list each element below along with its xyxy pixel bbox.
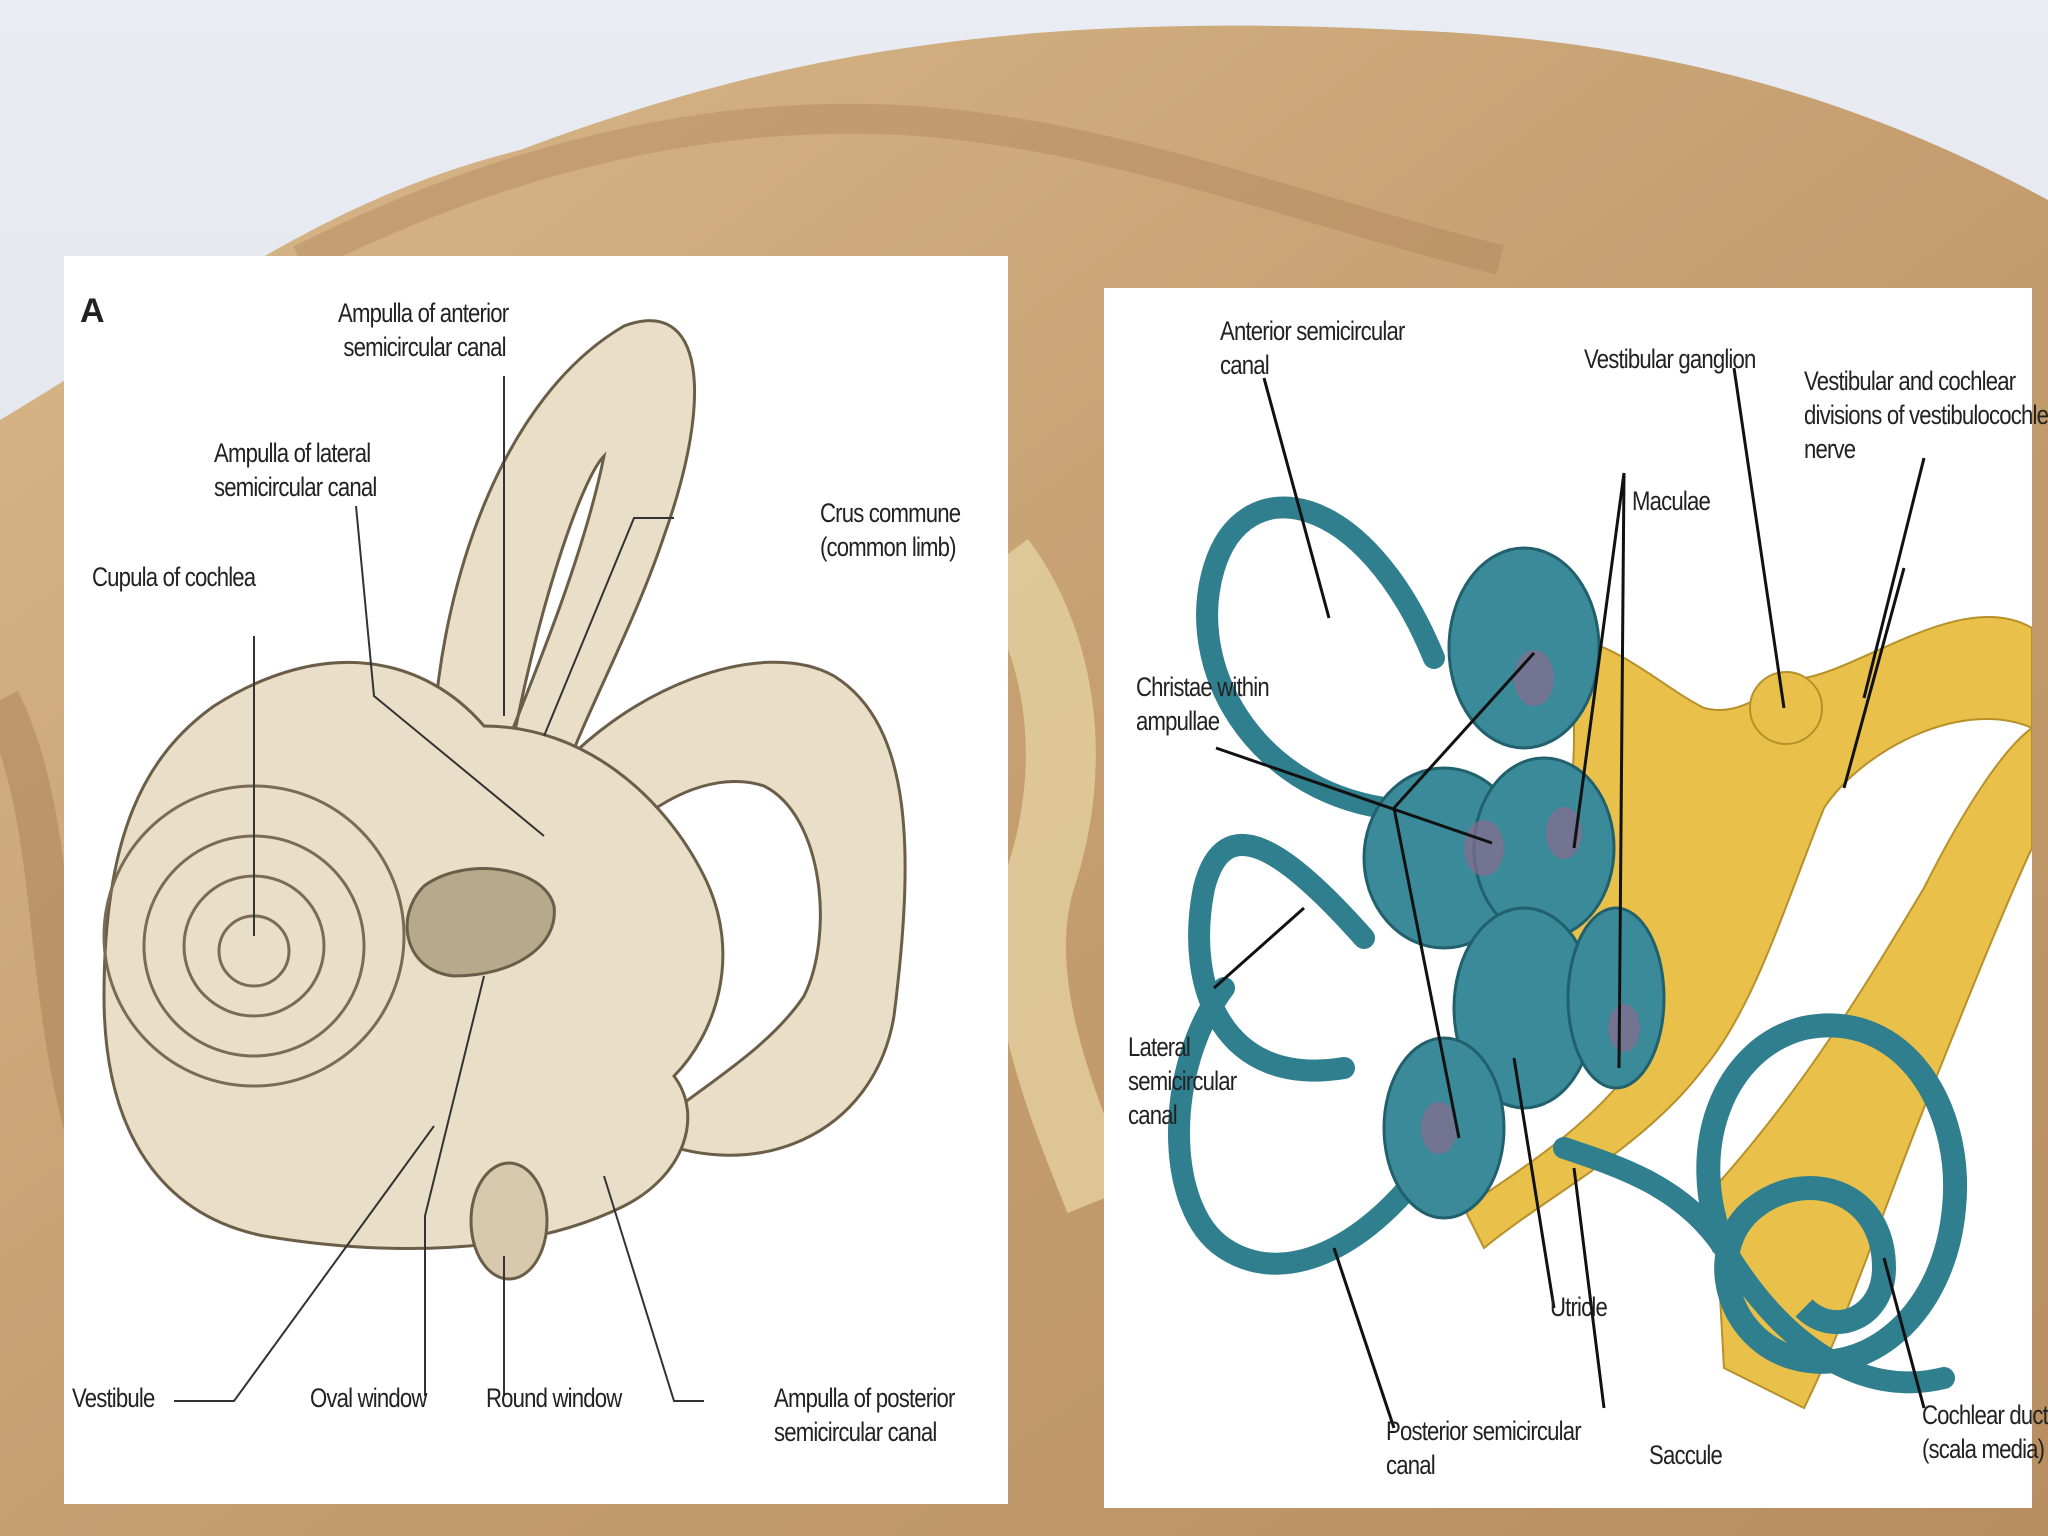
oval-window-shape xyxy=(405,867,556,978)
label-vestibular-ganglion: Vestibular ganglion xyxy=(1584,344,1756,374)
label-saccule: Saccule xyxy=(1649,1440,1723,1470)
label-round-window: Round window xyxy=(486,1383,622,1413)
round-window-shape xyxy=(469,1161,549,1281)
label-maculae: Maculae xyxy=(1632,486,1711,516)
label-utricle: Utricle xyxy=(1550,1292,1608,1322)
bony-labyrinth-illustration xyxy=(102,319,907,1402)
label-oval-window: Oval window xyxy=(310,1383,427,1413)
label-posterior-semicircular-canal: Posterior semicircular canal xyxy=(1386,1416,1582,1480)
label-cupula-of-cochlea: Cupula of cochlea xyxy=(92,562,256,592)
label-anterior-semicircular-canal: Anterior semicircular canal xyxy=(1220,316,1405,380)
cochlea-vestibule-shape xyxy=(102,660,725,1250)
label-vestibular-cochlear-divisions: Vestibular and cochlear divisions of ves… xyxy=(1804,366,2048,464)
label-vestibule: Vestibule xyxy=(72,1383,155,1413)
anterior-canal-shape xyxy=(432,319,696,778)
membranous-labyrinth-illustration xyxy=(1168,367,2032,1429)
label-christae-within-ampullae: Christae within ampullae xyxy=(1136,672,1270,736)
label-lateral-semicircular-canal: Lateral semicircular canal xyxy=(1128,1032,1237,1130)
membranous-labyrinth-panel: Anterior semicircular canal Vestibular g… xyxy=(1104,288,2048,1508)
panel-letter: A xyxy=(80,292,105,330)
bony-labyrinth-panel: A Ampulla of anterior semicircular canal… xyxy=(64,256,1008,1504)
label-crus-commune: Crus commune (common limb) xyxy=(820,498,961,562)
saccule-shape xyxy=(1566,906,1666,1090)
label-ampulla-posterior: Ampulla of posterior semicircular canal xyxy=(774,1383,955,1447)
label-ampulla-lateral: Ampulla of lateral semicircular canal xyxy=(214,438,377,502)
vestibulocochlear-nerve xyxy=(1462,615,2032,1410)
ampulla-anterior xyxy=(1447,546,1601,750)
label-cochlear-duct: Cochlear duct (scala media) xyxy=(1922,1400,2048,1464)
cochlear-duct-spiral xyxy=(1696,1013,1968,1374)
label-ampulla-anterior: Ampulla of anterior semicircular canal xyxy=(338,298,509,362)
